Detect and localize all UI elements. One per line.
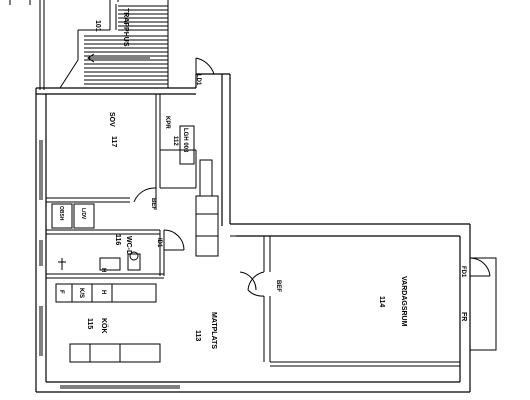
h-label-2: H bbox=[100, 268, 106, 272]
apartment-label: LGH 003 bbox=[182, 128, 188, 153]
staircase bbox=[9, 0, 169, 90]
outer-walls bbox=[35, 73, 471, 393]
room-label-matplats: MATPLATS bbox=[210, 312, 217, 349]
h-label-1: H bbox=[100, 290, 106, 294]
room-label-trapphus: TRAPPHUS bbox=[122, 8, 129, 47]
room-labels: TRAPPHUS 101 SOV 117 KPR 112 WC-D 116 KÖ… bbox=[86, 8, 407, 349]
bef-label-living: BEF bbox=[275, 280, 281, 292]
room-label-kpr: KPR bbox=[164, 116, 170, 129]
room-label-sov: SOV bbox=[108, 112, 115, 127]
bedroom-walls bbox=[46, 57, 215, 210]
room-label-kok: KÖK bbox=[100, 318, 109, 334]
bef-label-hall: BEF bbox=[150, 198, 156, 210]
balcony bbox=[469, 257, 497, 351]
f-label: F bbox=[58, 290, 64, 294]
room-number-kok: 115 bbox=[86, 318, 93, 329]
bathroom-walls bbox=[46, 203, 185, 279]
obsh-label: OBSH bbox=[58, 206, 64, 221]
room-label-vardagsrum: VARDAGSRUM bbox=[400, 276, 407, 327]
hall-cabinets bbox=[195, 159, 219, 257]
room-number-trapphus: 101 bbox=[94, 20, 101, 32]
misc-labels: LGH 003 LD1 ID1 FD1 BEF BEF OBSH L/DV H … bbox=[58, 74, 467, 321]
room-label-wcd: WC-D bbox=[125, 236, 132, 255]
room-number-sov: 117 bbox=[110, 136, 117, 147]
living-room-walls bbox=[230, 235, 460, 367]
door-label-ld1: LD1 bbox=[195, 74, 201, 86]
room-number-wcd: 116 bbox=[114, 234, 121, 245]
room-number-kpr: 112 bbox=[172, 136, 178, 146]
room-number-vardagsrum: 114 bbox=[378, 296, 385, 307]
door-label-id1: ID1 bbox=[156, 238, 162, 248]
ks-label: K/S bbox=[78, 288, 84, 298]
door-label-fd1: FD1 bbox=[460, 266, 466, 278]
windows bbox=[39, 140, 180, 389]
room-number-matplats: 113 bbox=[194, 330, 201, 341]
fr-label: FR bbox=[460, 312, 467, 321]
kitchen-fittings bbox=[55, 283, 161, 363]
ldv-label: L/DV bbox=[80, 208, 86, 220]
